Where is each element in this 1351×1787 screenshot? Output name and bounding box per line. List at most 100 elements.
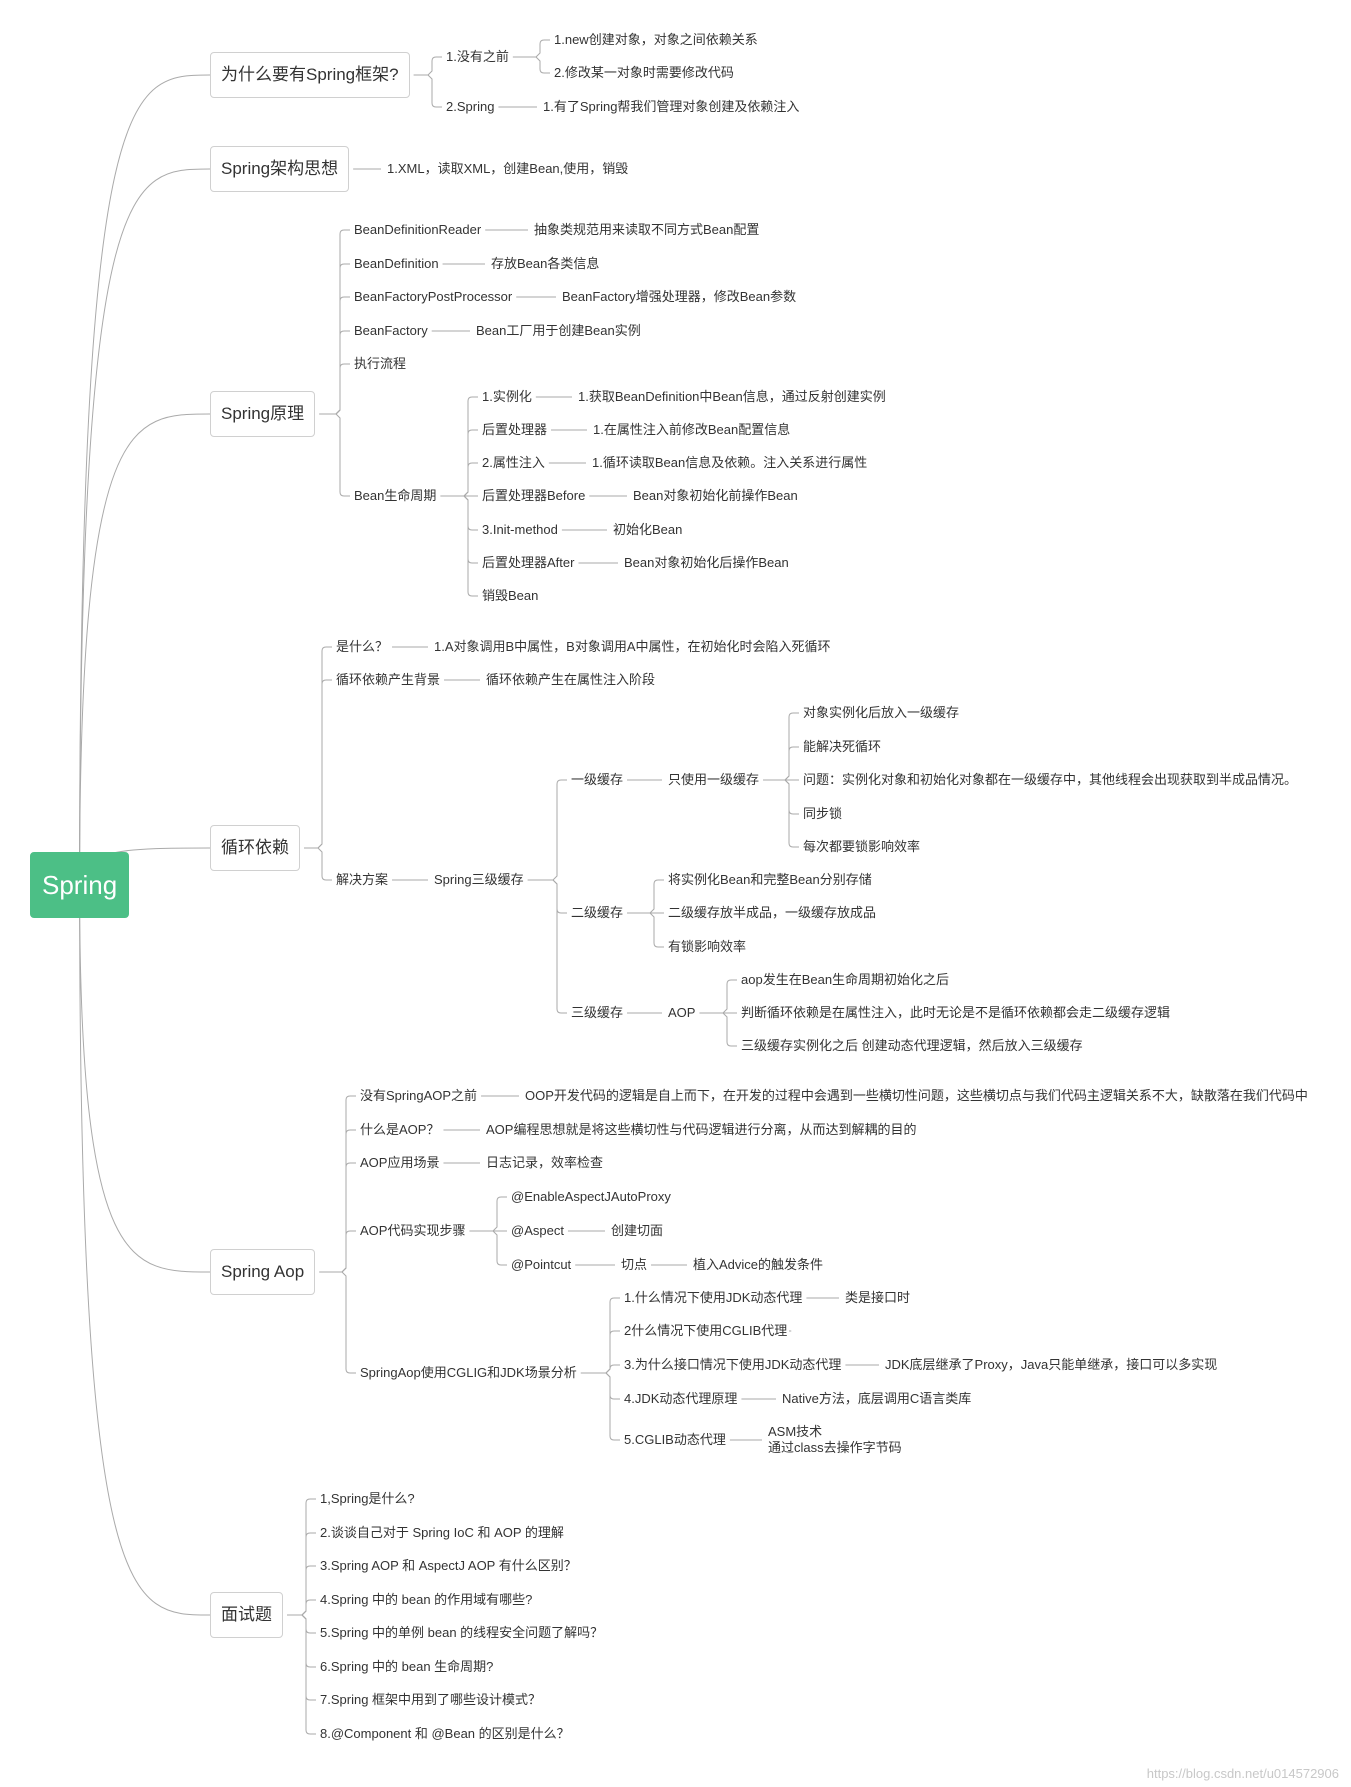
connector-q1 xyxy=(301,1498,316,1616)
mindmap-node-k1a: 只使用一级缓存 xyxy=(668,772,760,787)
mindmap-node-p3a: BeanFactory增强处理器，修改Bean参数 xyxy=(562,289,797,304)
mindmap-node-lc5: 3.Init-method xyxy=(482,522,558,537)
connector-a5c xyxy=(605,1364,620,1374)
mindmap-node-a2: 什么是AOP？ xyxy=(360,1122,440,1137)
mindmap-node-lc2: 后置处理器 xyxy=(482,422,548,437)
mindmap-node-k2a: 将实例化Bean和完整Bean分别存储 xyxy=(668,872,872,887)
mindmap-node-why2: 2.Spring xyxy=(446,99,495,114)
mindmap-node-k2: 二级缓存 xyxy=(571,905,624,920)
mindmap-node-a5d: 4.JDK动态代理原理 xyxy=(624,1391,738,1406)
connector-a4a xyxy=(492,1196,507,1232)
mindmap-node-lc1a: 1.获取BeanDefinition中Bean信息，通过反射创建实例 xyxy=(578,389,886,404)
mindmap-node-q2: 2.谈谈自己对于 Spring IoC 和 AOP 的理解 xyxy=(320,1525,564,1540)
mindmap-node-c1: 是什么？ xyxy=(336,639,389,654)
connector-c3 xyxy=(317,847,332,881)
mindmap-node-a5d1: Native方法，底层调用C语言类库 xyxy=(782,1391,972,1406)
mindmap-node-p1: BeanDefinitionReader xyxy=(354,222,482,237)
connector-lc2 xyxy=(463,429,478,497)
mindmap-node-a4c1a: 植入Advice的触发条件 xyxy=(693,1257,824,1272)
mindmap-node-k1a2: 能解决死循环 xyxy=(803,739,882,754)
connector-p3 xyxy=(335,296,350,415)
mindmap-node-q6: 6.Spring 中的 bean 生命周期? xyxy=(320,1659,494,1674)
mindmap-node-a3: AOP应用场景 xyxy=(360,1155,440,1170)
connector-p1 xyxy=(335,229,350,415)
mindmap-node-princ: Spring原理 xyxy=(210,391,316,437)
mindmap-node-k3a: AOP xyxy=(668,1005,696,1020)
mindmap-node-circ: 循环依赖 xyxy=(210,825,300,871)
connector-q8 xyxy=(301,1614,316,1735)
mindmap-node-k3a3: 三级缓存实例化之后 创建动态代理逻辑，然后放入三级缓存 xyxy=(741,1038,1083,1053)
mindmap-node-a5a: 1.什么情况下使用JDK动态代理 xyxy=(624,1290,803,1305)
connector-lc5 xyxy=(463,495,478,531)
mindmap-node-k1a4: 同步锁 xyxy=(803,806,843,821)
mindmap-node-a4c1: 切点 xyxy=(621,1257,648,1272)
mindmap-node-k1a5: 每次都要锁影响效率 xyxy=(803,839,921,854)
mindmap-node-p3: BeanFactoryPostProcessor xyxy=(354,289,513,304)
mindmap-node-p4: BeanFactory xyxy=(354,323,428,338)
connector-why1 xyxy=(427,56,442,76)
mindmap-node-k2c: 有锁影响效率 xyxy=(668,939,747,954)
mindmap-node-k1: 一级缓存 xyxy=(571,772,624,787)
mindmap-node-arch1: 1.XML，读取XML，创建Bean,使用，销毁 xyxy=(387,161,629,176)
mindmap-node-k1a3: 问题：实例化对象和初始化对象都在一级缓存中，其他线程会出现获取到半成品情况。 xyxy=(803,772,1298,787)
connector-lc7 xyxy=(463,495,478,597)
connector-k2 xyxy=(552,879,567,914)
mindmap-node-aop: Spring Aop xyxy=(210,1249,316,1295)
mindmap-node-why1b: 2.修改某一对象时需要修改代码 xyxy=(554,65,734,80)
mindmap-node-a5b: 2什么情况下使用CGLIB代理 xyxy=(624,1323,788,1338)
mindmap-node-a3a: 日志记录，效率检查 xyxy=(486,1155,604,1170)
mindmap-node-c2: 循环依赖产生背景 xyxy=(336,672,441,687)
mindmap-node-lc7: 销毁Bean xyxy=(482,588,539,603)
connector-q4 xyxy=(301,1599,316,1616)
mindmap-node-k3a1: aop发生在Bean生命周期初始化之后 xyxy=(741,972,950,987)
watermark: https://blog.csdn.net/u014572906 xyxy=(1146,1766,1339,1781)
mindmap-node-k3: 三级缓存 xyxy=(571,1005,624,1020)
mindmap-node-lc3: 2.属性注入 xyxy=(482,455,545,470)
mindmap-node-a5c1: JDK底层继承了Proxy，Java只能单继承，接口可以多实现 xyxy=(885,1357,1218,1372)
mindmap-node-a4a: @EnableAspectJAutoProxy xyxy=(511,1189,671,1204)
connector-lc1 xyxy=(463,396,478,497)
mindmap-node-p1a: 抽象类规范用来读取不同方式Bean配置 xyxy=(534,222,760,237)
mindmap-node-q4: 4.Spring 中的 bean 的作用域有哪些? xyxy=(320,1592,533,1607)
connector-p5 xyxy=(335,363,350,415)
mindmap-node-a4: AOP代码实现步骤 xyxy=(360,1223,466,1238)
mindmap-node-lc6a: Bean对象初始化后操作Bean xyxy=(624,555,789,570)
connector-p4 xyxy=(335,330,350,415)
connector-a4c xyxy=(492,1230,507,1266)
mindmap-node-a2a: AOP编程思想就是将这些横切性与代码逻辑进行分离，从而达到解耦的目的 xyxy=(486,1122,917,1137)
mindmap-node-a5: SpringAop使用CGLIG和JDK场景分析 xyxy=(360,1365,577,1380)
mindmap-node-intv: 面试题 xyxy=(210,1592,283,1638)
connector-p2 xyxy=(335,263,350,415)
mindmap-node-arch: Spring架构思想 xyxy=(210,146,350,192)
connector-k2c xyxy=(649,912,664,948)
mindmap-node-why1a: 1.new创建对象，对象之间依赖关系 xyxy=(554,32,758,47)
mindmap-node-lc5a: 初始化Bean xyxy=(613,522,683,537)
mindmap-node-lc3a: 1.循环读取Bean信息及依赖。注入关系进行属性 xyxy=(592,455,868,470)
connector-a5d xyxy=(605,1372,620,1400)
connector-k3 xyxy=(552,879,567,1014)
connector-k1a1 xyxy=(784,712,799,781)
connector-k2a xyxy=(649,879,664,914)
connector-q3 xyxy=(301,1565,316,1616)
connector-a5e xyxy=(605,1372,620,1441)
connector-k1a5 xyxy=(784,779,799,848)
connector-a1 xyxy=(341,1095,356,1273)
connector-a5 xyxy=(341,1271,356,1374)
connector-q6 xyxy=(301,1614,316,1668)
connector-a5a xyxy=(605,1297,620,1374)
mindmap-node-p6: Bean生命周期 xyxy=(354,488,437,503)
mindmap-node-lc6: 后置处理器After xyxy=(482,555,575,570)
mindmap-node-c1a: 1.A对象调用B中属性，B对象调用A中属性，在初始化时会陷入死循环 xyxy=(434,639,831,654)
connector-why2 xyxy=(427,74,442,108)
mindmap-node-q1: 1,Spring是什么? xyxy=(320,1491,415,1506)
connector-k1a2 xyxy=(784,746,799,781)
mindmap-node-root: Spring xyxy=(30,852,130,918)
connector-a2 xyxy=(341,1129,356,1273)
connector-arch xyxy=(79,168,211,886)
connector-q7 xyxy=(301,1614,316,1701)
mindmap-node-c3a: Spring三级缓存 xyxy=(434,872,524,887)
mindmap-node-why2a: 1.有了Spring帮我们管理对象创建及依赖注入 xyxy=(543,99,800,114)
mindmap-node-p4a: Bean工厂用于创建Bean实例 xyxy=(476,323,641,338)
mindmap-node-why1: 1.没有之前 xyxy=(446,49,509,64)
